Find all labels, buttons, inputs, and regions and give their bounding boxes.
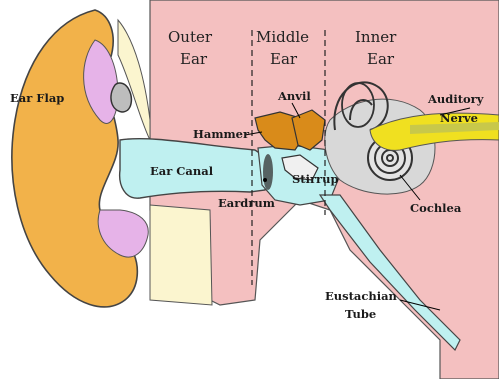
outer-ear-title-line2: Ear bbox=[180, 50, 208, 68]
label-cochlea: Cochlea bbox=[410, 201, 462, 215]
label-auditory: Auditory bbox=[427, 92, 484, 106]
label-ear-flap: Ear Flap bbox=[10, 91, 64, 105]
label-stirrup: Stirrup bbox=[292, 172, 339, 186]
eardrum-shape bbox=[263, 154, 273, 190]
label-tube: Tube bbox=[345, 307, 376, 321]
cream-tissue bbox=[150, 205, 212, 305]
inner-ear-title-line2: Ear bbox=[367, 50, 395, 68]
label-eardrum: Eardrum bbox=[218, 196, 275, 210]
label-nerve: Nerve bbox=[440, 111, 478, 125]
inner-ear-title-line1: Inner bbox=[355, 28, 397, 46]
label-ear-canal: Ear Canal bbox=[150, 164, 214, 178]
outer-ear-title-line1: Outer bbox=[168, 28, 213, 46]
label-anvil: Anvil bbox=[277, 89, 311, 103]
concha-fold bbox=[111, 83, 131, 112]
label-hammer: Hammer bbox=[193, 127, 250, 141]
middle-ear-title-line2: Ear bbox=[270, 50, 298, 68]
label-eustachian: Eustachian bbox=[325, 289, 398, 303]
eardrum-dot bbox=[263, 178, 267, 182]
middle-ear-title-line1: Middle bbox=[256, 28, 309, 46]
upper-strip bbox=[118, 20, 150, 140]
